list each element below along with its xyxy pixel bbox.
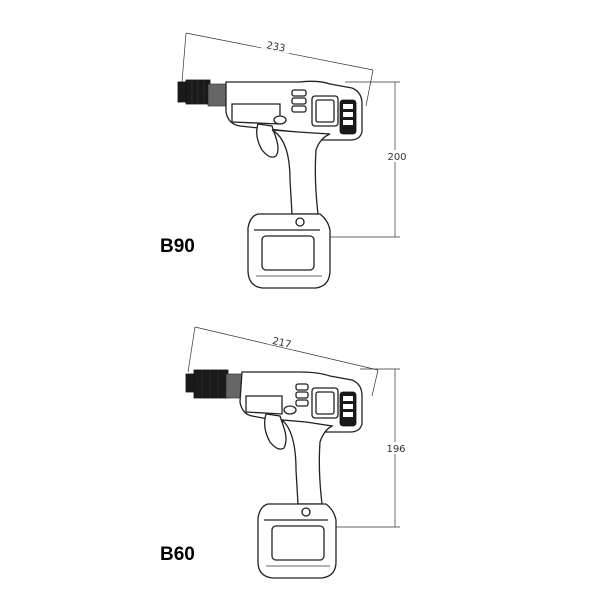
tool-drawing-b90: 233 200 bbox=[160, 32, 408, 289]
height-value-b90: 200 bbox=[387, 152, 406, 163]
screwdriver-b90 bbox=[177, 79, 363, 289]
height-dimension-b90: 200 bbox=[310, 81, 408, 238]
length-value-b60: 217 bbox=[271, 336, 292, 351]
model-label-b60: B60 bbox=[160, 544, 195, 565]
height-value-b60: 196 bbox=[386, 444, 405, 455]
model-label-b90: B90 bbox=[160, 236, 195, 257]
length-dimension-b90: 233 bbox=[181, 32, 374, 107]
tool-drawing-b60: 217 196 bbox=[160, 326, 408, 579]
screwdriver-b60 bbox=[185, 369, 363, 579]
length-value-b90: 233 bbox=[265, 40, 286, 54]
length-dimension-b60: 217 bbox=[187, 326, 379, 397]
height-dimension-b60: 196 bbox=[336, 368, 408, 528]
